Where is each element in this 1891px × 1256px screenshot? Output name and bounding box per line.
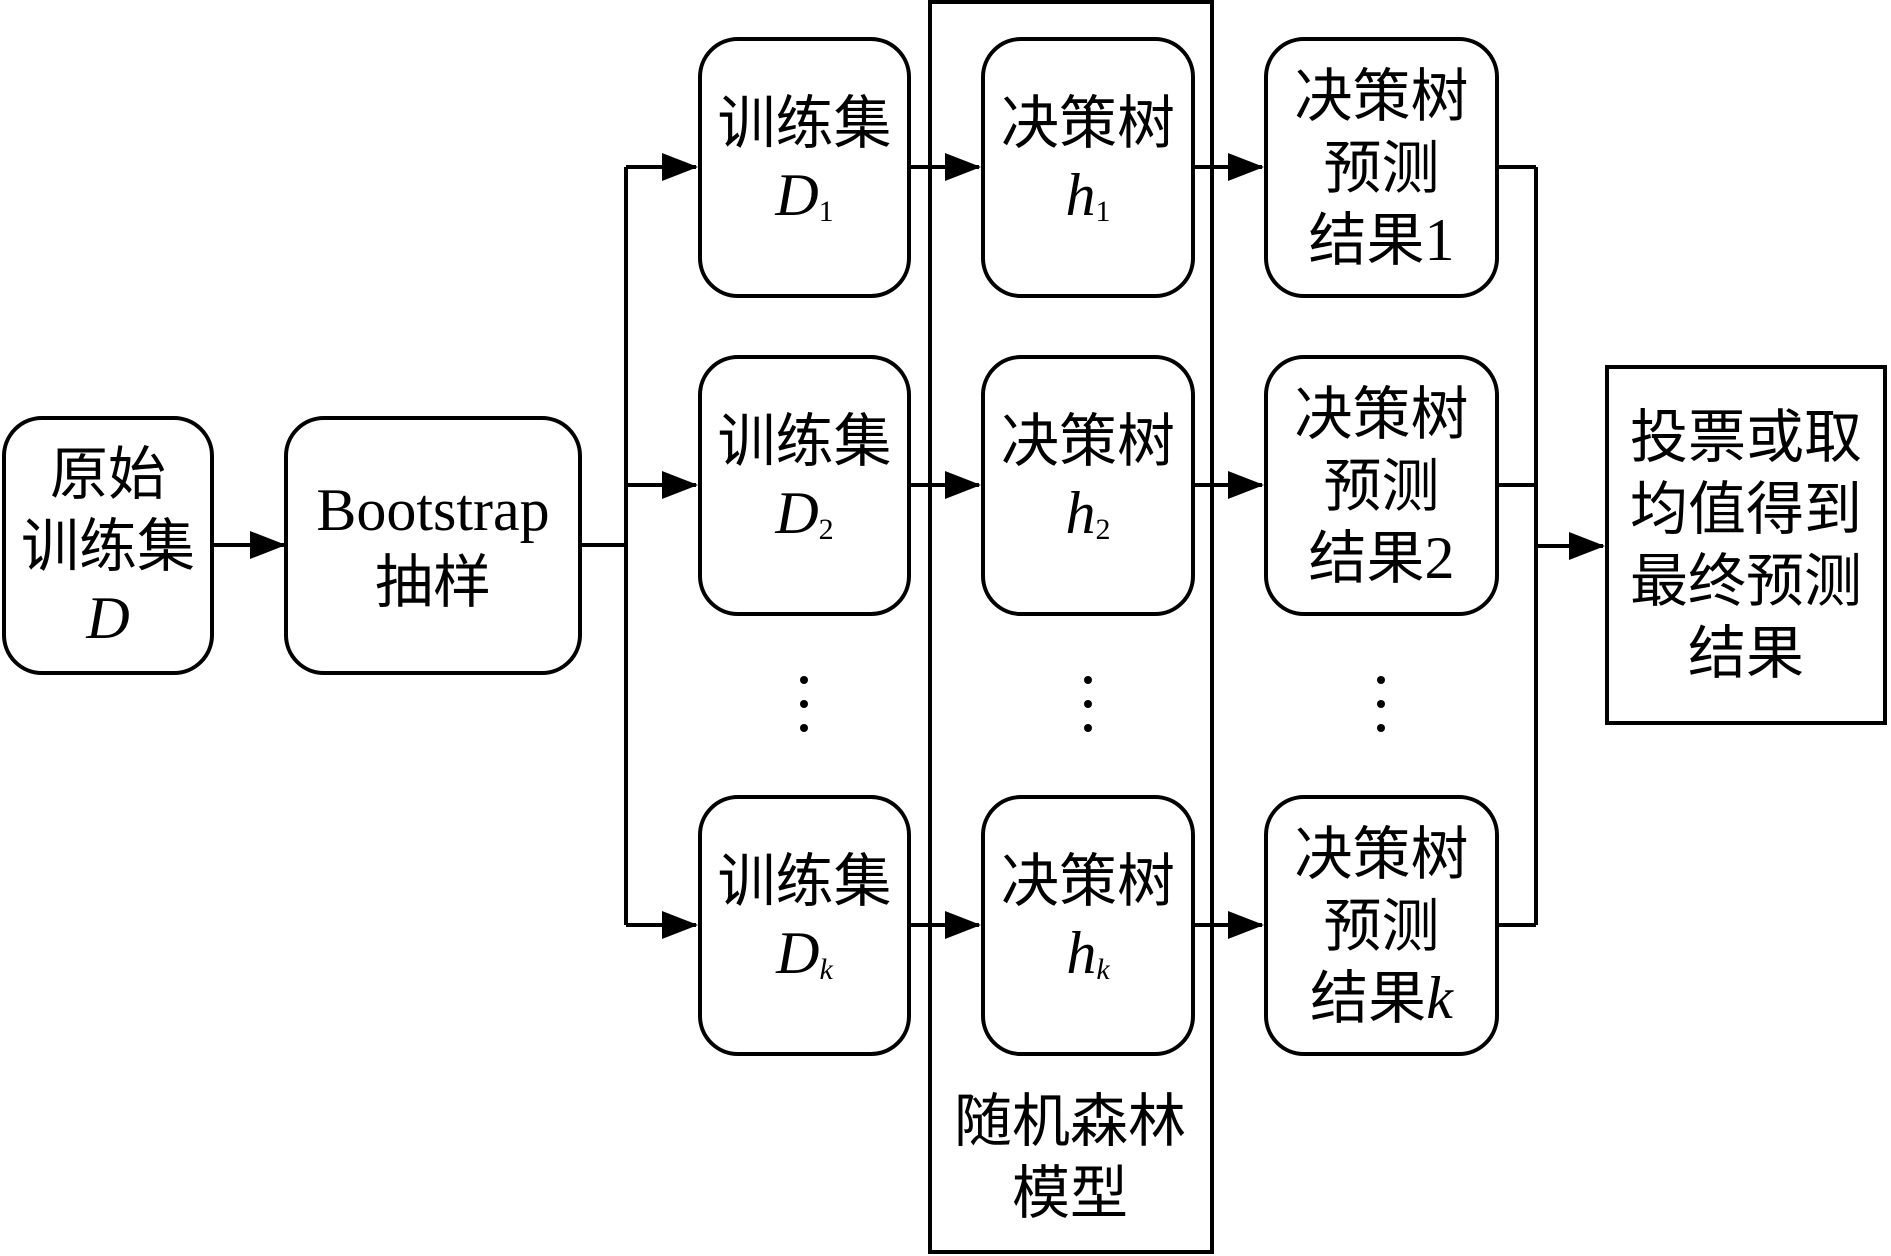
decision-tree-variable: h bbox=[1065, 162, 1096, 228]
forest-model-frame bbox=[928, 0, 1214, 1254]
decision-tree-label: 决策树 bbox=[1000, 847, 1175, 915]
training-set-index: 2 bbox=[818, 513, 834, 546]
training-set-label: 训练集 bbox=[717, 407, 892, 475]
prediction-line1: 决策树 bbox=[1294, 379, 1469, 448]
training-set-box-2: 训练集 D2 bbox=[698, 355, 911, 616]
prediction-line2: 预测 bbox=[1323, 133, 1440, 202]
prediction-line2: 预测 bbox=[1323, 891, 1440, 960]
bootstrap-line2: 抽样 bbox=[374, 547, 491, 616]
final-line3: 最终预测 bbox=[1629, 547, 1862, 615]
decision-tree-box-k: 决策树 hk bbox=[981, 795, 1195, 1056]
forest-model-label: 随机森林 模型 bbox=[928, 1085, 1212, 1229]
final-line2: 均值得到 bbox=[1629, 475, 1862, 543]
training-set-variable: D bbox=[776, 920, 820, 986]
training-set-index: k bbox=[819, 953, 833, 986]
decision-tree-index: 2 bbox=[1095, 513, 1111, 546]
decision-tree-box-2: 决策树 h2 bbox=[981, 355, 1195, 616]
training-set-index: 1 bbox=[818, 195, 834, 228]
training-set-label: 训练集 bbox=[717, 847, 892, 915]
training-set-box-1: 训练集 D1 bbox=[698, 37, 911, 298]
prediction-line3: 结果 bbox=[1308, 523, 1425, 592]
decision-tree-label: 决策树 bbox=[1000, 407, 1175, 475]
prediction-line3: 结果 bbox=[1308, 205, 1425, 274]
forest-model-line1: 随机森林 bbox=[953, 1087, 1186, 1155]
prediction-result-box-1: 决策树 预测 结果1 bbox=[1264, 37, 1499, 298]
prediction-suffix: 1 bbox=[1424, 206, 1455, 273]
training-set-box-k: 训练集 Dk bbox=[698, 795, 911, 1056]
bootstrap-sampling-box: Bootstrap 抽样 bbox=[284, 416, 582, 675]
decision-tree-variable: h bbox=[1065, 480, 1096, 546]
training-set-variable: D bbox=[775, 162, 819, 228]
prediction-line3: 结果 bbox=[1310, 963, 1427, 1032]
ellipsis-training-sets bbox=[797, 676, 811, 736]
source-line2: 训练集 bbox=[20, 511, 195, 580]
prediction-result-box-2: 决策树 预测 结果2 bbox=[1264, 355, 1499, 616]
prediction-result-box-k: 决策树 预测 结果k bbox=[1264, 795, 1499, 1056]
final-line1: 投票或取 bbox=[1629, 403, 1862, 471]
ellipsis-predictions bbox=[1374, 676, 1388, 736]
forest-model-line2: 模型 bbox=[1011, 1159, 1128, 1227]
final-line4: 结果 bbox=[1687, 619, 1804, 687]
prediction-suffix: 2 bbox=[1424, 524, 1455, 591]
decision-tree-box-1: 决策树 h1 bbox=[981, 37, 1195, 298]
decision-tree-index: 1 bbox=[1095, 195, 1111, 228]
decision-tree-label: 决策树 bbox=[1000, 89, 1175, 157]
training-set-variable: D bbox=[775, 480, 819, 546]
source-dataset-box: 原始 训练集 D bbox=[2, 416, 214, 675]
final-aggregation-box: 投票或取 均值得到 最终预测 结果 bbox=[1605, 365, 1887, 725]
decision-tree-index: k bbox=[1096, 953, 1110, 986]
prediction-suffix: k bbox=[1426, 964, 1453, 1031]
prediction-line1: 决策树 bbox=[1294, 819, 1469, 888]
source-line1: 原始 bbox=[49, 439, 166, 508]
ellipsis-trees bbox=[1081, 676, 1095, 736]
decision-tree-variable: h bbox=[1066, 920, 1097, 986]
bootstrap-line1: Bootstrap bbox=[316, 476, 550, 543]
prediction-line1: 决策树 bbox=[1294, 61, 1469, 130]
prediction-line2: 预测 bbox=[1323, 451, 1440, 520]
source-variable: D bbox=[86, 584, 130, 651]
training-set-label: 训练集 bbox=[717, 89, 892, 157]
